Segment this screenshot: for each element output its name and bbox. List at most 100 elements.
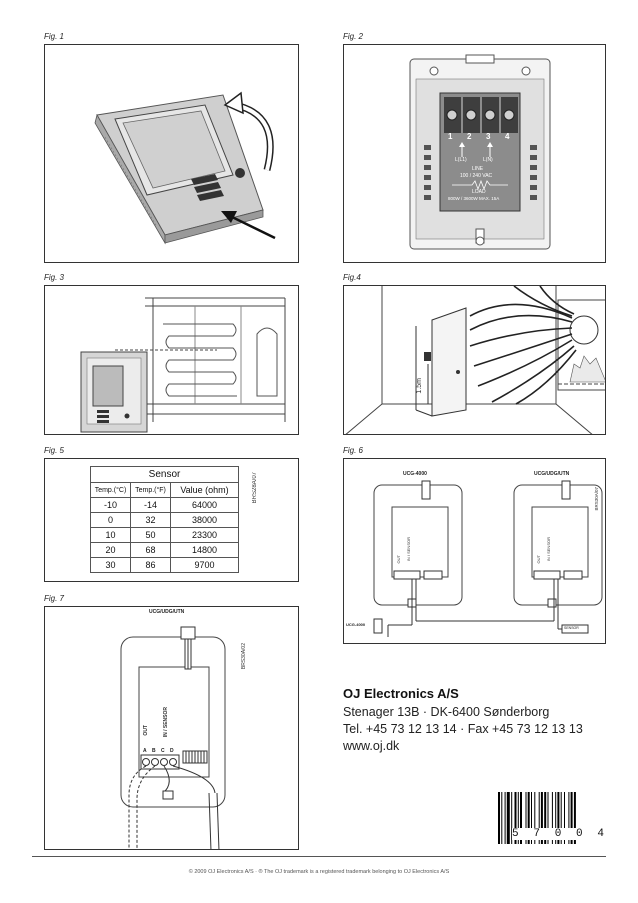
barcode-digit: 4 bbox=[597, 828, 604, 840]
fig6-left-in-sensor: IN / SENSOR bbox=[406, 537, 411, 562]
barcode-bar bbox=[531, 792, 532, 844]
backplate-illustration bbox=[409, 54, 551, 250]
load-rating-label: 800W / 3600W MAX. 15A bbox=[448, 196, 500, 201]
barcode-image bbox=[498, 792, 576, 844]
barcode-bar bbox=[555, 792, 557, 844]
company-phone: Tel. +45 73 12 13 14 · Fax +45 73 12 13 … bbox=[343, 722, 583, 736]
terminal-3-label: 3 bbox=[486, 132, 491, 141]
fig6-right-in-sensor: IN / SENSOR bbox=[546, 537, 551, 562]
sensor-header: Sensor bbox=[90, 466, 239, 483]
barcode-bar bbox=[498, 792, 500, 844]
barcode-digit: 5 bbox=[512, 828, 519, 840]
fig5-label: Fig. 5 bbox=[44, 446, 65, 455]
barcode-bar bbox=[506, 792, 510, 844]
table-cell: -14 bbox=[130, 497, 171, 513]
fig6-code: BRS30A/07 bbox=[594, 487, 599, 511]
table-cell: 0 bbox=[90, 512, 131, 528]
table-cell: 14800 bbox=[170, 542, 239, 558]
fig7-label: Fig. 7 bbox=[44, 594, 65, 603]
barcode-bar bbox=[557, 792, 560, 844]
sensor-resistance-table: Sensor Temp.(°C) Temp.(°F) Value (ohm) -… bbox=[90, 466, 239, 573]
barcode-bar bbox=[525, 792, 527, 844]
table-cell: 38000 bbox=[170, 512, 239, 528]
barcode-digits: 5 7 0 0 4 bbox=[512, 828, 604, 840]
fig6-right-title: UCG/UDG/UTN bbox=[534, 471, 570, 477]
footer-divider bbox=[32, 856, 606, 857]
fig2-panel: 1 2 3 4 L(L1) L(N) LINE 100 / 240 VAC LO… bbox=[343, 44, 606, 263]
height-marker-label: 1.5m bbox=[416, 378, 423, 394]
fig6-right-out: OUT bbox=[536, 555, 541, 564]
barcode-bar bbox=[504, 792, 506, 844]
barcode-bar bbox=[501, 792, 503, 844]
fig4-panel: 1.5m bbox=[343, 285, 606, 435]
load-label: LOAD bbox=[472, 189, 486, 195]
fig4-label: Fig.4 bbox=[343, 273, 361, 282]
barcode-bar bbox=[544, 792, 547, 844]
fig1-panel bbox=[44, 44, 299, 263]
room-placement-illustration bbox=[345, 286, 605, 434]
floor-heating-illustration bbox=[80, 297, 286, 433]
table-cell: 32 bbox=[130, 512, 171, 528]
col-temp-f: Temp.(°F) bbox=[130, 482, 171, 498]
fig6-label: Fig. 6 bbox=[343, 446, 364, 455]
fig1-label: Fig. 1 bbox=[44, 32, 65, 41]
barcode-bar bbox=[517, 792, 519, 844]
table-cell: 86 bbox=[130, 557, 171, 573]
company-name: OJ Electronics A/S bbox=[343, 686, 459, 701]
fig7-panel: UCG/UDG/UTN BRS30A/02 OUT IN / SENSOR A … bbox=[44, 606, 299, 850]
terminal-b-label: B bbox=[152, 748, 156, 754]
barcode-bar bbox=[551, 792, 553, 844]
barcode-digit: 0 bbox=[554, 828, 562, 840]
terminal-1-label: 1 bbox=[448, 132, 453, 141]
fig3-label: Fig. 3 bbox=[44, 273, 65, 282]
terminal-d-label: D bbox=[170, 748, 174, 754]
barcode-digit: 0 bbox=[576, 828, 583, 840]
fig5-code: BRS28A/07 bbox=[252, 472, 258, 504]
barcode-bar bbox=[568, 792, 570, 844]
barcode-bar bbox=[560, 792, 562, 844]
barcode-bar bbox=[547, 792, 549, 844]
footer-copyright: © 2009 OJ Electronics A/S · ® The OJ tra… bbox=[188, 869, 450, 875]
terminal-l1-label: L(L1) bbox=[455, 157, 467, 163]
wiring-diagram-single bbox=[120, 626, 226, 849]
terminal-2-label: 2 bbox=[467, 132, 472, 141]
wiring-diagram-multi bbox=[373, 480, 603, 637]
table-cell: 30 bbox=[90, 557, 131, 573]
col-temp-c: Temp.(°C) bbox=[90, 482, 131, 498]
barcode-bar bbox=[570, 792, 573, 844]
barcode-bar bbox=[527, 792, 530, 844]
table-cell: 50 bbox=[130, 527, 171, 543]
fig6-left-title: UCG-4000 bbox=[403, 471, 427, 477]
fig7-code: BRS30A/02 bbox=[241, 643, 247, 670]
table-cell: 23300 bbox=[170, 527, 239, 543]
barcode-bar bbox=[540, 792, 543, 844]
terminal-a-label: A bbox=[143, 748, 147, 754]
barcode-bar bbox=[564, 792, 565, 844]
thermostat-illustration bbox=[94, 91, 276, 245]
table-cell: 68 bbox=[130, 542, 171, 558]
fig2-label: Fig. 2 bbox=[343, 32, 364, 41]
voltage-label: 100 / 240 VAC bbox=[460, 173, 493, 179]
fig7-title: UCG/UDG/UTN bbox=[149, 609, 185, 615]
terminal-4-label: 4 bbox=[505, 132, 510, 141]
fig6-panel: UCG-4000 UCG/UDG/UTN BRS30A/07 OUT IN / … bbox=[343, 458, 606, 644]
fig7-out-label: OUT bbox=[143, 725, 149, 736]
line-label: LINE bbox=[472, 166, 484, 172]
table-cell: 10 bbox=[90, 527, 131, 543]
fig6-side-unit: UCG-4000 bbox=[346, 622, 366, 627]
barcode-digit: 7 bbox=[533, 828, 540, 840]
table-cell: 9700 bbox=[170, 557, 239, 573]
fig7-in-sensor-label: IN / SENSOR bbox=[163, 707, 169, 738]
barcode-bar bbox=[514, 792, 517, 844]
table-cell: -10 bbox=[90, 497, 131, 513]
company-address: Stenager 13B · DK-6400 Sønderborg bbox=[343, 705, 550, 719]
terminal-c-label: C bbox=[161, 748, 165, 754]
fig6-sensor-tag: SENSOR bbox=[564, 626, 579, 630]
barcode-bar bbox=[520, 792, 522, 844]
company-website[interactable]: www.oj.dk bbox=[343, 739, 400, 753]
